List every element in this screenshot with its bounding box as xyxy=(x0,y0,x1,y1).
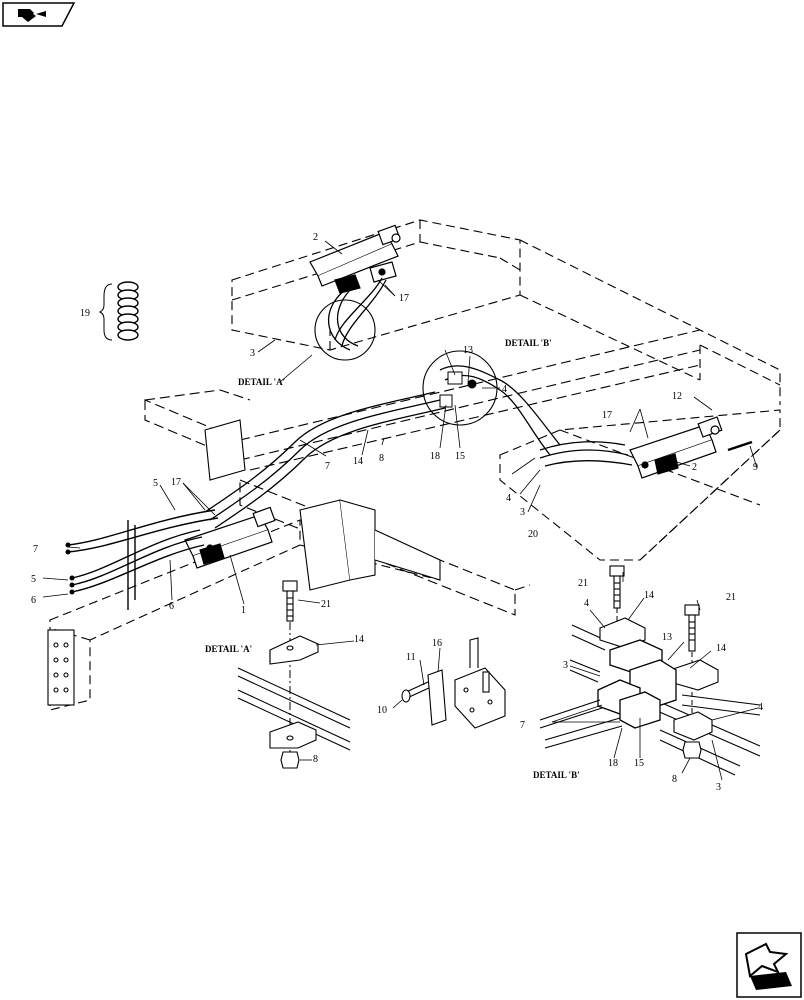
frame-right xyxy=(499,409,781,561)
callout-12: 12 xyxy=(672,391,682,402)
callout-4: 4 xyxy=(506,493,511,504)
callout-17: 17 xyxy=(602,410,612,421)
callout-2: 2 xyxy=(313,232,318,243)
left-hoses xyxy=(67,509,219,610)
callout-3: 3 xyxy=(563,660,568,671)
right-cylinder xyxy=(629,416,723,479)
callout-21: 21 xyxy=(321,599,331,610)
detail-b-bolt-right xyxy=(684,604,700,652)
detail-a-bolt xyxy=(282,580,298,622)
callout-4: 4 xyxy=(584,598,589,609)
callout-8: 8 xyxy=(672,774,677,785)
leader-lines xyxy=(42,240,759,781)
callouts: 2 17 3 19 13 4 7 14 8 18 15 12 17 2 9 4 … xyxy=(31,232,763,793)
nav-corner-arrow-icon[interactable] xyxy=(736,932,802,998)
callout-6: 6 xyxy=(31,595,36,606)
callout-3: 3 xyxy=(250,348,255,359)
callout-8: 8 xyxy=(379,453,384,464)
nav-arrow-tab-icon[interactable] xyxy=(2,2,76,28)
callout-7: 7 xyxy=(325,461,330,472)
right-hoses xyxy=(539,441,633,467)
detail-a-clamp-top xyxy=(269,635,319,665)
callout-3: 3 xyxy=(716,782,721,793)
detail-b-clamp-bottom xyxy=(673,711,713,741)
hose-ends xyxy=(65,542,75,595)
detail-b-nut xyxy=(682,741,702,759)
callout-14: 14 xyxy=(353,456,363,467)
spring-brace xyxy=(98,283,113,341)
detail-b-hoses xyxy=(539,699,623,749)
callout-14: 14 xyxy=(644,590,654,601)
callout-10: 10 xyxy=(377,705,387,716)
callout-7: 7 xyxy=(520,720,525,731)
callout-6: 6 xyxy=(169,601,174,612)
callout-4: 4 xyxy=(502,384,507,395)
detail-a-circle xyxy=(314,299,376,361)
callout-15: 15 xyxy=(634,758,644,769)
detail-a-title: DETAIL 'A' xyxy=(205,644,252,654)
pin-9 xyxy=(727,440,753,452)
callout-17: 17 xyxy=(171,477,181,488)
spring-stack-19 xyxy=(117,281,139,341)
pin-with-clip xyxy=(401,681,432,703)
bracket-16 xyxy=(427,637,506,729)
callout-13: 13 xyxy=(662,632,672,643)
callout-11: 11 xyxy=(406,652,416,663)
callout-5: 5 xyxy=(153,478,158,489)
frame-upper xyxy=(231,219,781,405)
callout-3: 3 xyxy=(520,507,525,518)
callout-7: 7 xyxy=(33,544,38,555)
detail-b-bolt-left xyxy=(609,565,625,609)
callout-17: 17 xyxy=(399,293,409,304)
callout-21: 21 xyxy=(726,592,736,603)
callout-2: 2 xyxy=(692,462,697,473)
detail-a-title-top: DETAIL 'A' xyxy=(238,377,285,387)
hitch-plate-left xyxy=(47,629,75,706)
main-hose-run xyxy=(204,365,561,529)
callout-15: 15 xyxy=(455,451,465,462)
callout-16: 16 xyxy=(432,638,442,649)
tee-fitting-small xyxy=(439,371,477,408)
callout-1: 1 xyxy=(241,605,246,616)
detail-a-clamp-bottom xyxy=(269,721,317,749)
detail-a-nut xyxy=(280,751,300,769)
callout-19: 19 xyxy=(80,308,90,319)
detail-b-title-top: DETAIL 'B' xyxy=(505,338,552,348)
upper-hoses xyxy=(328,277,387,351)
callout-21: 21 xyxy=(578,578,588,589)
left-cylinder xyxy=(184,506,276,569)
callout-18: 18 xyxy=(608,758,618,769)
callout-13: 13 xyxy=(463,345,473,356)
callout-5: 5 xyxy=(31,574,36,585)
center-bracket xyxy=(299,499,441,591)
callout-8: 8 xyxy=(313,754,318,765)
detail-b-tee xyxy=(597,639,677,729)
callout-4: 4 xyxy=(758,702,763,713)
upper-cylinder xyxy=(309,224,401,294)
callout-14: 14 xyxy=(354,634,364,645)
upper-bracket xyxy=(204,419,246,481)
callout-9: 9 xyxy=(753,462,758,473)
callout-18: 18 xyxy=(430,451,440,462)
callout-14: 14 xyxy=(716,643,726,654)
callout-20: 20 xyxy=(528,529,538,540)
detail-b-clamp-top xyxy=(599,617,646,649)
detail-b-title: DETAIL 'B' xyxy=(533,770,580,780)
